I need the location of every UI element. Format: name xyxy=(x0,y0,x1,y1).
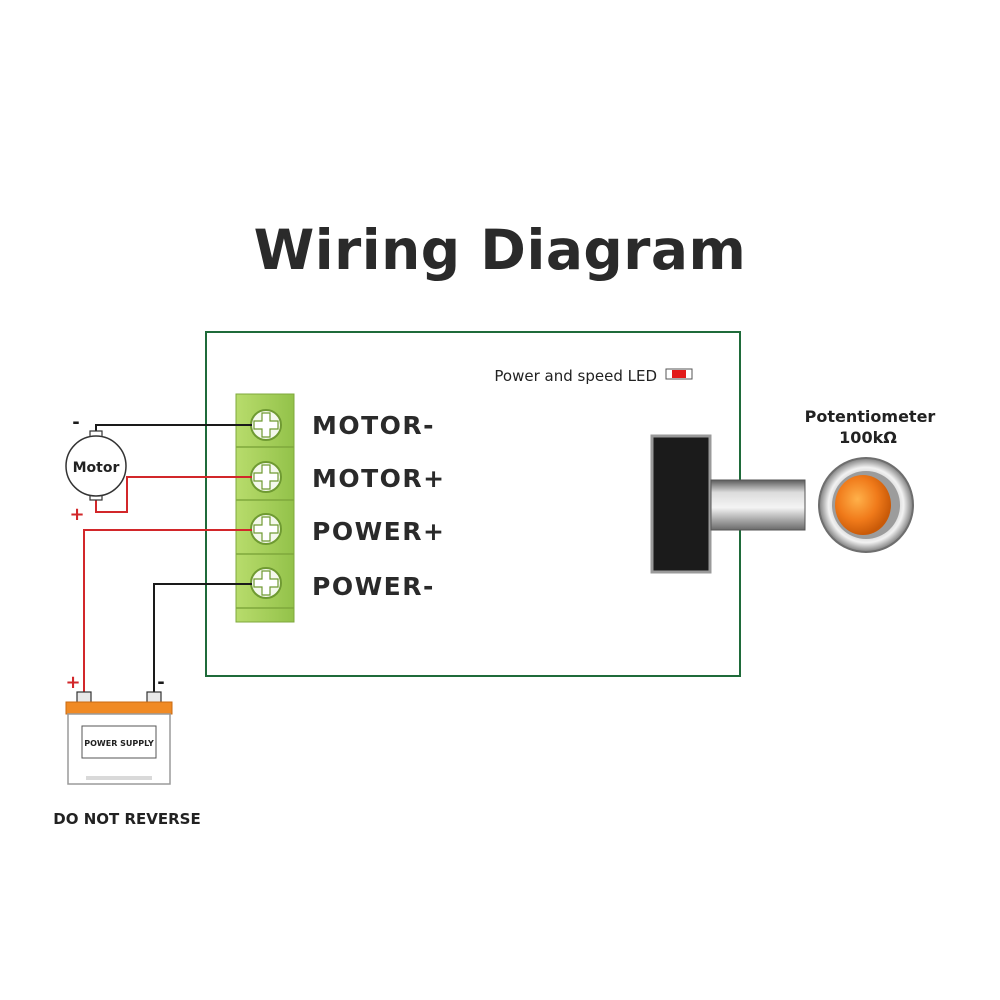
power-supply-minus-sign: - xyxy=(157,672,164,693)
potentiometer-body xyxy=(650,434,806,574)
potentiometer-knob[interactable] xyxy=(818,457,914,553)
terminal-screw-1[interactable] xyxy=(250,409,282,441)
power-supply-battery xyxy=(65,691,173,785)
wire-motor-plus xyxy=(95,476,252,513)
motor-minus-sign: - xyxy=(72,412,79,433)
led-indicator xyxy=(665,368,693,380)
terminal-label-power-minus: POWER- xyxy=(312,572,435,601)
potentiometer-value: 100kΩ xyxy=(839,428,897,447)
power-supply-plus-sign: + xyxy=(65,672,80,693)
wire-power-plus xyxy=(83,529,252,696)
terminal-label-motor-minus: MOTOR- xyxy=(312,411,435,440)
power-supply-label: POWER SUPPLY xyxy=(84,739,154,748)
warning-text: DO NOT REVERSE xyxy=(53,810,200,828)
terminal-label-power-plus: POWER+ xyxy=(312,517,445,546)
motor-plus-sign: + xyxy=(69,504,84,525)
wire-power-minus xyxy=(153,583,252,696)
terminal-label-motor-plus: MOTOR+ xyxy=(312,464,446,493)
terminal-screw-3[interactable] xyxy=(250,513,282,545)
diagram-title: Wiring Diagram xyxy=(253,218,747,282)
motor-symbol xyxy=(65,430,127,501)
motor-label: Motor xyxy=(73,460,120,476)
potentiometer-label: Potentiometer xyxy=(805,407,936,426)
led-label: Power and speed LED xyxy=(494,367,657,385)
terminal-screw-4[interactable] xyxy=(250,567,282,599)
wire-motor-minus xyxy=(95,424,252,434)
terminal-screw-2[interactable] xyxy=(250,461,282,493)
